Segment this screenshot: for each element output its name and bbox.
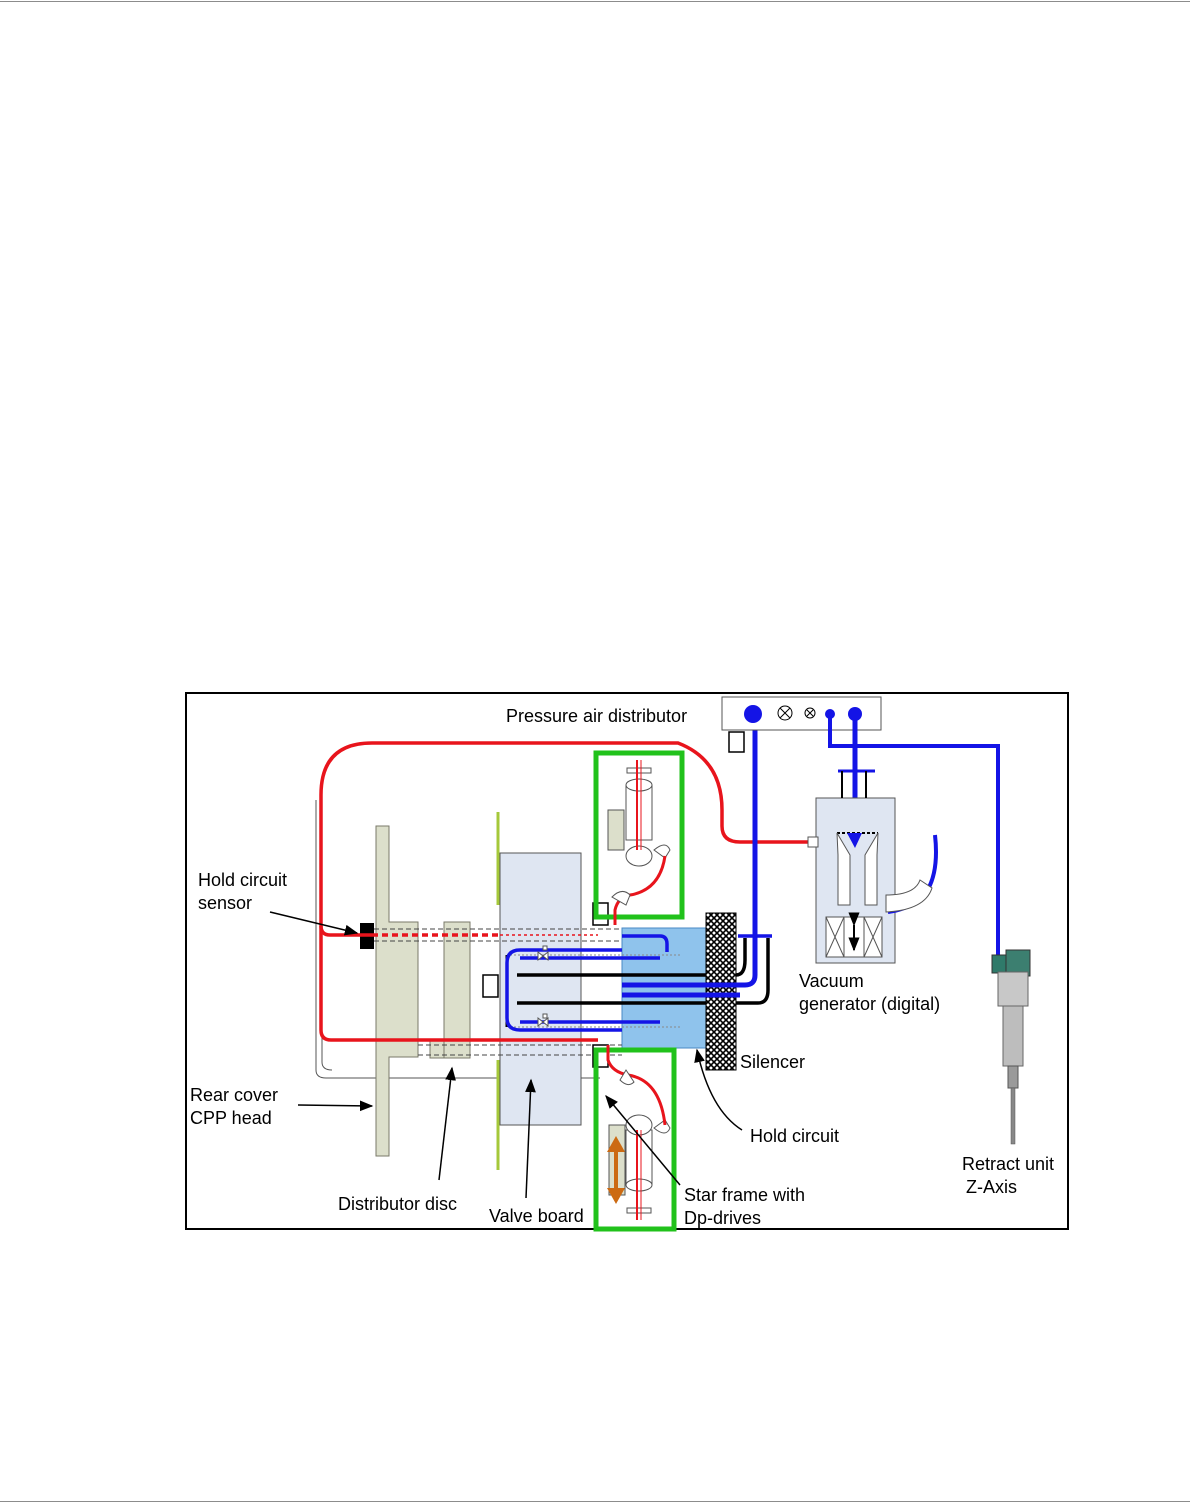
label-star-frame-1: Star frame with: [684, 1185, 805, 1205]
distributor-disc: [444, 922, 470, 1058]
distributor-port-2: [825, 709, 835, 719]
label-hold-circuit-sensor-2: sensor: [198, 893, 252, 913]
label-vacuum-generator-1: Vacuum: [799, 971, 864, 991]
label-silencer: Silencer: [740, 1052, 805, 1072]
star-frame-bottom-pressure-line: [608, 1045, 665, 1125]
label-hold-circuit: Hold circuit: [750, 1126, 839, 1146]
port-distributor: [729, 732, 744, 752]
rear-cover-plate: [376, 826, 418, 1156]
label-retract-unit-1: Retract unit: [962, 1154, 1054, 1174]
label-retract-unit-2: Z-Axis: [966, 1177, 1017, 1197]
label-distributor-disc: Distributor disc: [338, 1194, 457, 1214]
label-valve-board: Valve board: [489, 1206, 584, 1226]
label-star-frame-2: Dp-drives: [684, 1208, 761, 1228]
port-left: [483, 975, 498, 997]
label-rear-cover-1: Rear cover: [190, 1085, 278, 1105]
dp-drive-bottom: [609, 1115, 670, 1220]
distributor-port-3: [848, 707, 862, 721]
retract-unit: [992, 950, 1030, 1144]
label-hold-circuit-sensor-1: Hold circuit: [198, 870, 287, 890]
silencer: [706, 913, 736, 1070]
distributor-port-1: [744, 705, 762, 723]
label-vacuum-generator-2: generator (digital): [799, 994, 940, 1014]
hold-circuit-block: [622, 928, 707, 1048]
label-rear-cover-2: CPP head: [190, 1108, 272, 1128]
valve-board: [500, 853, 581, 1125]
stroke-arrow-head-down: [607, 1188, 625, 1204]
label-pressure-air-distributor: Pressure air distributor: [506, 706, 687, 726]
star-frame-top-fitting: [612, 891, 630, 905]
dp-drive-top: [608, 760, 670, 866]
